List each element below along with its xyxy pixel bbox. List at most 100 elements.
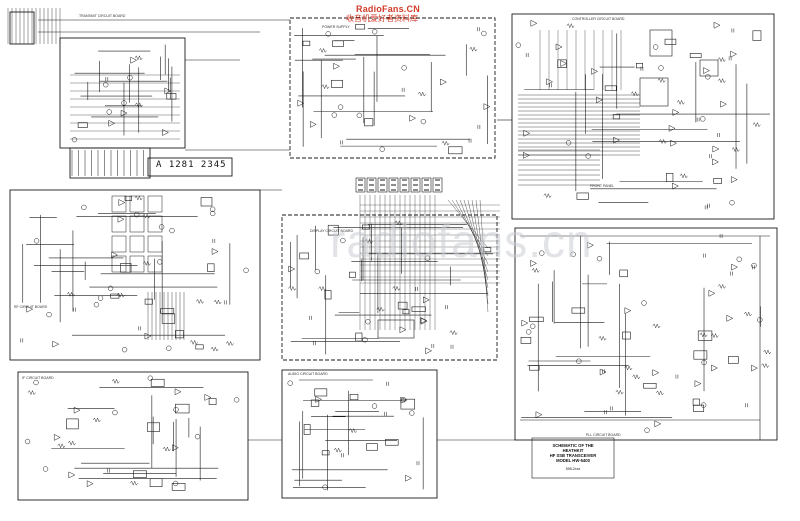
opamp-symbol: [108, 119, 116, 127]
opamp-symbol: [400, 396, 408, 404]
transistor-symbol: [515, 42, 521, 48]
relay-block: [147, 235, 163, 253]
opamp-symbol: [751, 364, 758, 372]
opamp-symbol: [68, 471, 76, 479]
opamp-symbol: [624, 307, 632, 315]
resistor-symbol: [27, 389, 36, 396]
title-block: SCHEMATIC OF THE HEATHKIT HF SSB TRANSCE…: [538, 443, 608, 472]
ic-symbol: [355, 24, 366, 30]
transistor-symbol: [701, 359, 707, 366]
resistor-symbol: [225, 340, 234, 347]
watermark-site: RadioFans.CN: [356, 4, 420, 14]
transistor-symbol: [596, 256, 603, 262]
resistor-symbol: [624, 365, 633, 371]
ic-symbol: [146, 422, 160, 432]
ic-symbol: [149, 478, 163, 488]
transistor-symbol: [565, 140, 572, 146]
ic-symbol: [314, 388, 328, 397]
resistor-symbol: [142, 213, 151, 219]
ic-symbol: [713, 178, 722, 184]
transistor-symbol: [233, 397, 240, 403]
transistor-symbol: [243, 267, 249, 274]
resistor-symbol: [717, 78, 726, 84]
ic-symbol: [355, 332, 363, 342]
ic-symbol: [622, 331, 631, 340]
resistor-symbol: [162, 446, 171, 452]
opamp-symbol: [672, 108, 680, 116]
ic-symbol: [171, 483, 186, 491]
transistor-symbol: [372, 29, 378, 35]
title-line-4: MODEL HW-5400: [556, 458, 590, 463]
resistor-symbol: [392, 285, 401, 292]
transistor-symbol: [210, 210, 216, 217]
ic-symbol: [175, 330, 184, 339]
resistor-symbol: [598, 335, 607, 341]
relay-block: [147, 255, 163, 273]
ic-symbol: [124, 195, 133, 201]
opamp-symbol: [52, 340, 60, 348]
resistor-symbol: [111, 378, 120, 384]
resistor-symbol: [92, 417, 101, 423]
transistor-symbol: [379, 146, 385, 152]
transistor-symbol: [314, 268, 320, 275]
opamp-symbol: [668, 124, 676, 132]
resistor-symbol: [318, 285, 327, 292]
transistor-symbol: [166, 345, 172, 351]
ic-symbol: [208, 398, 217, 405]
opamp-symbol: [333, 62, 341, 70]
opamp-symbol: [730, 176, 738, 183]
transistor-symbol: [337, 104, 344, 110]
transistor-symbol: [530, 323, 536, 329]
ic-symbol: [557, 59, 567, 68]
opamp-symbol: [652, 369, 660, 377]
opamp-symbol: [409, 114, 417, 122]
opamp-symbol: [315, 396, 323, 403]
opamp-symbol: [204, 393, 212, 401]
transistor-symbol: [121, 100, 127, 106]
seven-segment-digit: [399, 177, 410, 193]
resistor-symbol: [143, 260, 151, 267]
opamp-symbol: [425, 347, 433, 355]
ic-symbol: [364, 118, 374, 127]
opamp-symbol: [708, 289, 716, 297]
transistor-symbol: [194, 434, 201, 440]
opamp-symbol: [53, 433, 61, 441]
opamp-symbol: [130, 56, 138, 64]
transistor-symbol: [539, 250, 545, 256]
opamp-symbol: [297, 99, 305, 107]
transistor-symbol: [325, 31, 331, 37]
transistor-symbol: [705, 74, 711, 80]
opamp-symbol: [546, 78, 554, 86]
opamp-symbol: [309, 120, 317, 128]
opamp-symbol: [440, 78, 447, 86]
transistor-symbol: [93, 302, 100, 308]
opamp-symbol: [523, 129, 531, 137]
board-label-if: IF CIRCUIT BOARD: [22, 376, 54, 380]
transistor-symbol: [147, 375, 153, 381]
transistor-symbol: [362, 337, 368, 343]
ic-symbol: [349, 271, 356, 278]
resistor-symbol: [418, 91, 426, 97]
ic-symbol: [529, 365, 540, 371]
ic-symbol: [643, 383, 657, 389]
board-label-rf: RF CIRCUIT BOARD: [14, 305, 48, 309]
board-label-controller: CONTROLLER CIRCUIT BOARD: [572, 17, 625, 21]
ic-symbol: [331, 79, 343, 88]
ic-symbol: [299, 252, 309, 260]
opamp-symbol: [120, 109, 128, 117]
transistor-symbol: [576, 358, 582, 364]
relay-block: [129, 195, 145, 213]
transistor-symbol: [322, 484, 328, 490]
opamp-symbol: [726, 314, 734, 322]
transistor-symbol: [106, 109, 112, 115]
ic-symbol: [144, 298, 153, 305]
resistor-symbol: [718, 283, 726, 290]
resistor-symbol: [632, 374, 641, 380]
opamp-symbol: [591, 67, 599, 75]
transistor-symbol: [169, 227, 175, 234]
resistor-symbol: [116, 292, 125, 298]
opamp-symbol: [420, 317, 428, 324]
relay-block: [129, 235, 145, 253]
ic-symbol: [324, 290, 332, 300]
resistor-symbol: [761, 362, 770, 369]
